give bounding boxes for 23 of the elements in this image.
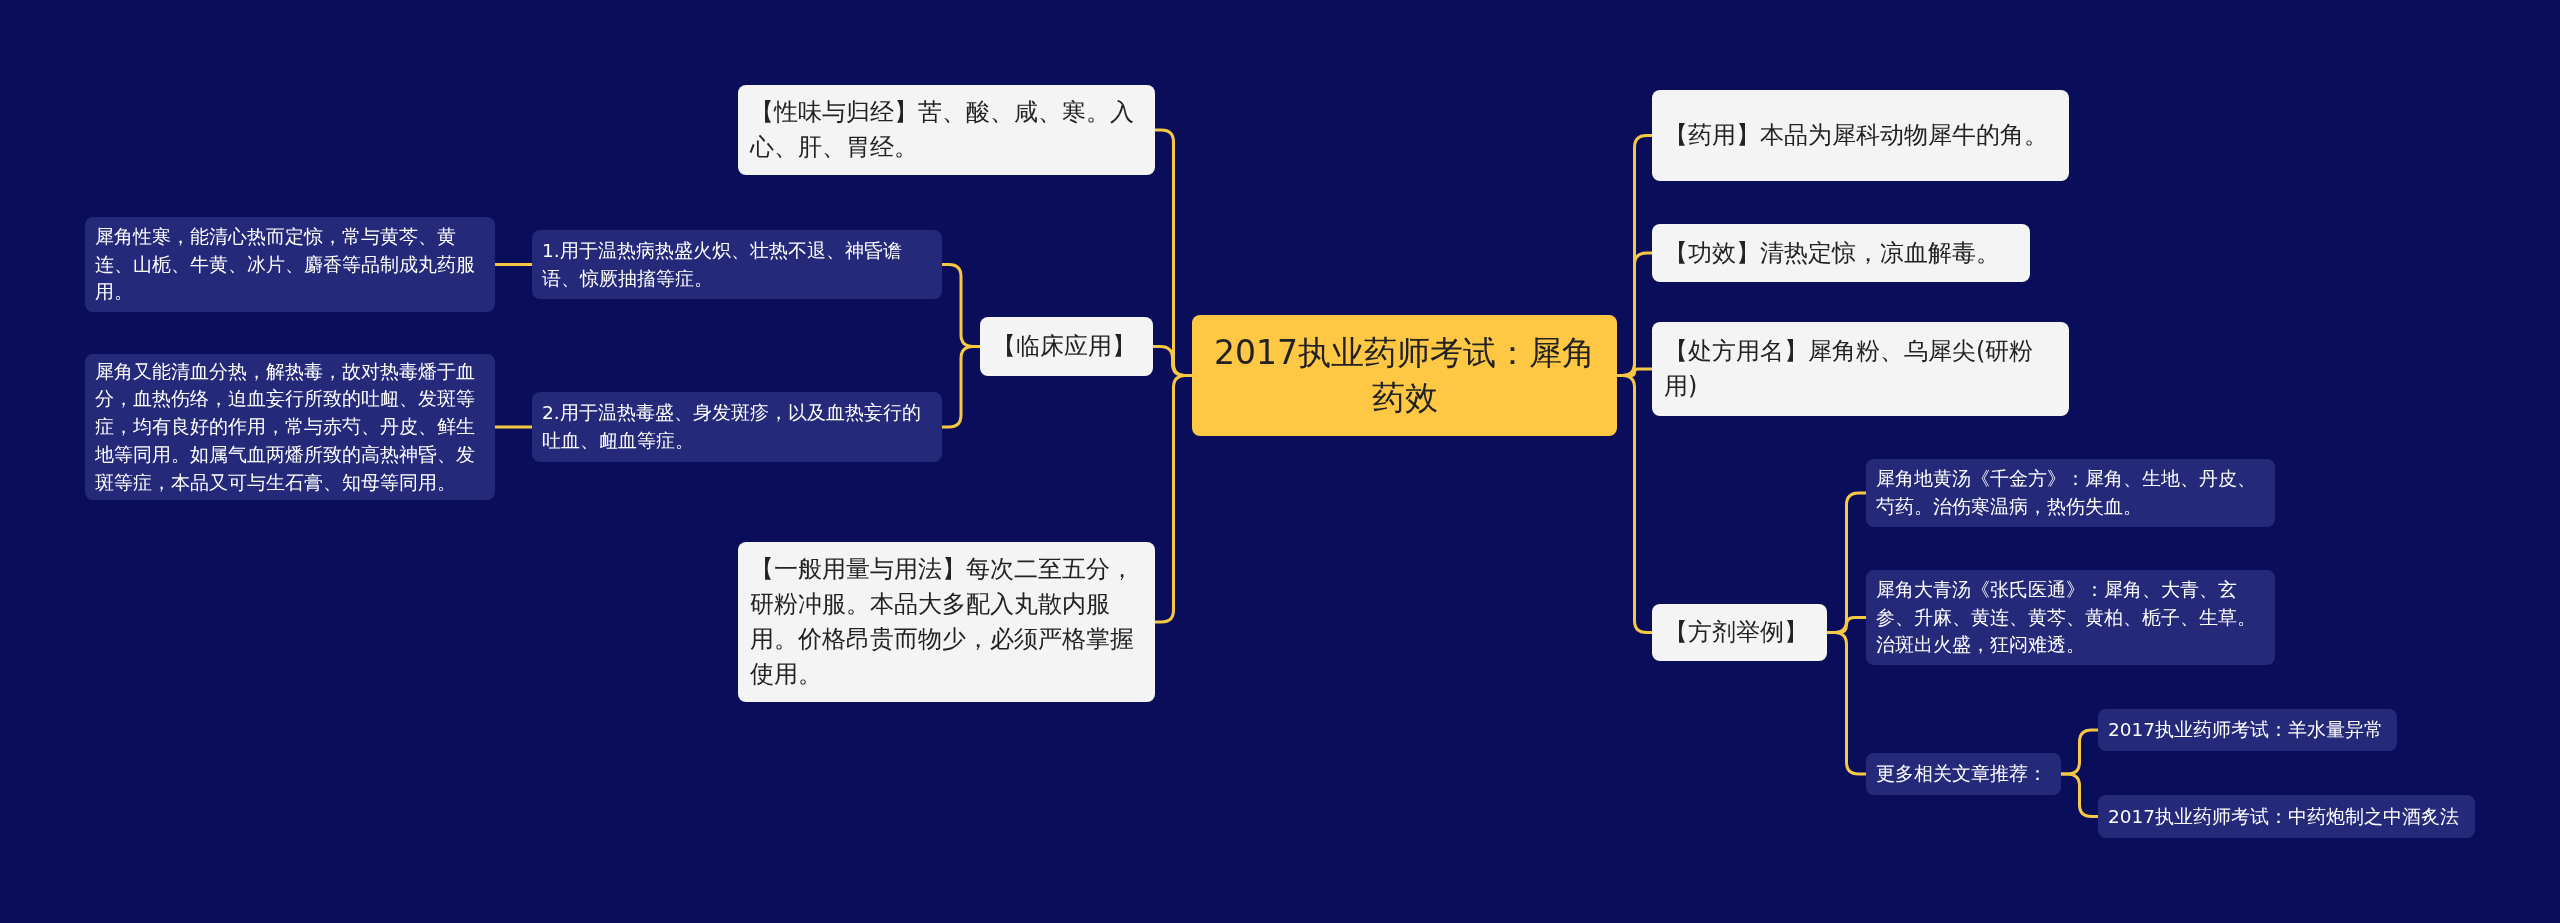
topic-box: 【处方用名】犀角粉、乌犀尖(研粉用) (1652, 322, 2069, 416)
subtopic-box: 更多相关文章推荐： (1866, 753, 2061, 795)
subtopic-box: 2.用于温热毒盛、身发斑疹，以及血热妄行的吐血、衄血等症。 (532, 392, 942, 462)
topic-box: 【临床应用】 (980, 317, 1153, 376)
topic-box: 【性味与归经】苦、酸、咸、寒。入心、肝、胃经。 (738, 85, 1155, 175)
subtopic-box: 2017执业药师考试：羊水量异常 (2098, 709, 2397, 751)
central-topic-box: 2017执业药师考试：犀角药效 (1192, 315, 1617, 436)
topic-box: 【一般用量与用法】每次二至五分，研粉冲服。本品大多配入丸散内服用。价格昂贵而物少，必须严格掌握使用。 (738, 542, 1155, 702)
subtopic-box: 犀角地黄汤《千金方》：犀角、生地、丹皮、芍药。治伤寒温病，热伤失血。 (1866, 459, 2275, 527)
topic-box: 【功效】清热定惊，凉血解毒。 (1652, 224, 2030, 282)
subtopic-box: 1.用于温热病热盛火炽、壮热不退、神昏谵语、惊厥抽搐等症。 (532, 230, 942, 299)
topic-box: 【药用】本品为犀科动物犀牛的角。 (1652, 90, 2069, 181)
subtopic-box: 犀角大青汤《张氏医通》：犀角、大青、玄参、升麻、黄连、黄芩、黄柏、栀子、生草。治斑出火盛，狂闷难透。 (1866, 570, 2275, 665)
subtopic-box: 2017执业药师考试：中药炮制之中酒炙法 (2098, 795, 2475, 838)
connector-line (495, 263, 532, 266)
connector-line (1827, 631, 1866, 776)
subtopic-box: 犀角又能清血分热，解热毒，故对热毒燔于血分，血热伤络，迫血妄行所致的吐衄、发斑等症，均有良好的作用，常与赤芍、丹皮、鲜生地等同用。如属气血两燔所致的高热神昏、发斑等症，本品又可与生石膏、知母等同用。 (85, 354, 495, 500)
connector-line (1155, 374, 1192, 624)
connector-line (2061, 772, 2098, 818)
subtopic-box: 犀角性寒，能清心热而定惊，常与黄芩、黄连、山栀、牛黄、冰片、麝香等品制成丸药服用。 (85, 217, 495, 312)
connector-line (495, 425, 532, 429)
topic-box: 【方剂举例】 (1652, 604, 1827, 661)
connector-line (942, 345, 980, 429)
